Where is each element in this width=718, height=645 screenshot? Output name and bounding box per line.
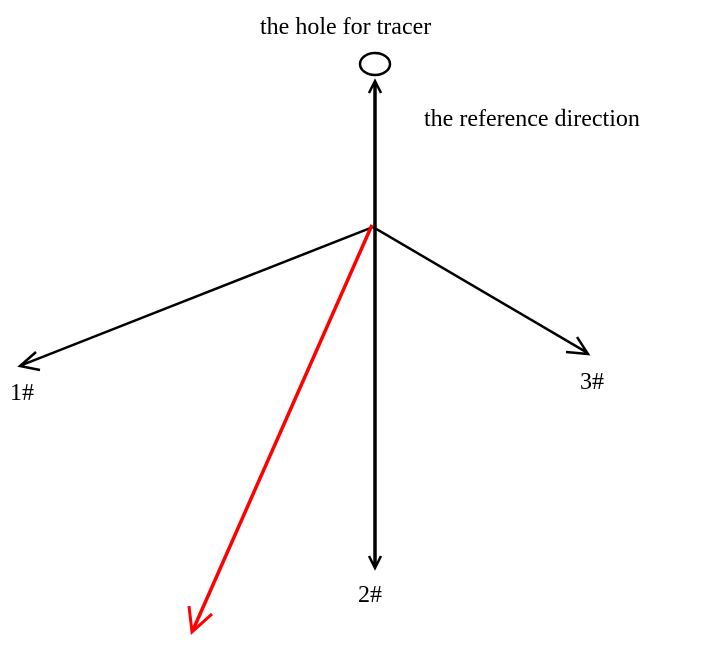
reference-direction-label: the reference direction <box>424 106 640 132</box>
well-3-label: 3# <box>580 369 604 395</box>
well-1-label: 1# <box>10 380 34 406</box>
well-3-line <box>372 225 587 354</box>
well-3-arrowhead <box>565 336 591 356</box>
tracer-hole-circle <box>358 51 392 77</box>
result-direction-arrowhead <box>187 605 214 636</box>
well-2-arrowhead <box>367 555 383 571</box>
well-1-arrowhead <box>17 351 41 372</box>
reference-up-arrowhead <box>367 78 383 94</box>
well-1-line <box>21 225 374 367</box>
well-2-label: 2# <box>358 582 382 608</box>
tracer-hole-label: the hole for tracer <box>260 14 431 40</box>
result-direction-line <box>191 224 374 631</box>
